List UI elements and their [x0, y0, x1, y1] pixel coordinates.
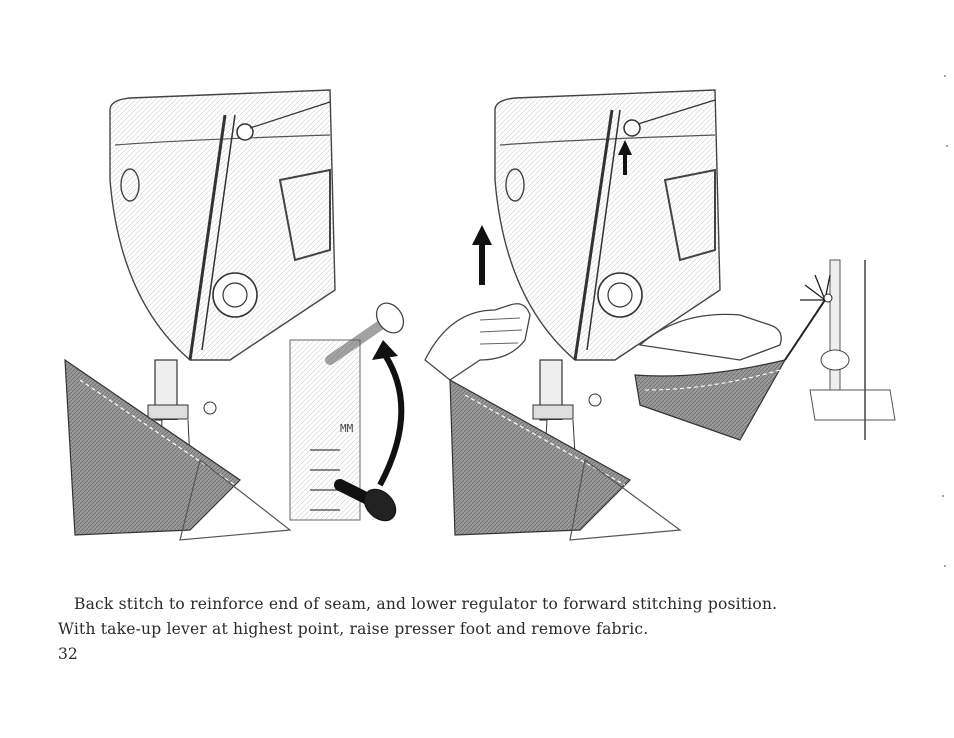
sewing-machine-illustration: MM	[64, 89, 896, 541]
panel-raise-presser-foot	[424, 89, 721, 541]
page-number: 32	[58, 645, 78, 663]
caption-line-2: With take-up lever at highest point, rai…	[58, 620, 649, 638]
svg-text:MM: MM	[340, 422, 354, 435]
panel-lower-regulator: MM	[64, 89, 405, 541]
instruction-caption: Back stitch to reinforce end of seam, an…	[58, 592, 898, 642]
panel-remove-fabric	[634, 259, 896, 441]
caption-line-1: Back stitch to reinforce end of seam, an…	[74, 595, 778, 613]
